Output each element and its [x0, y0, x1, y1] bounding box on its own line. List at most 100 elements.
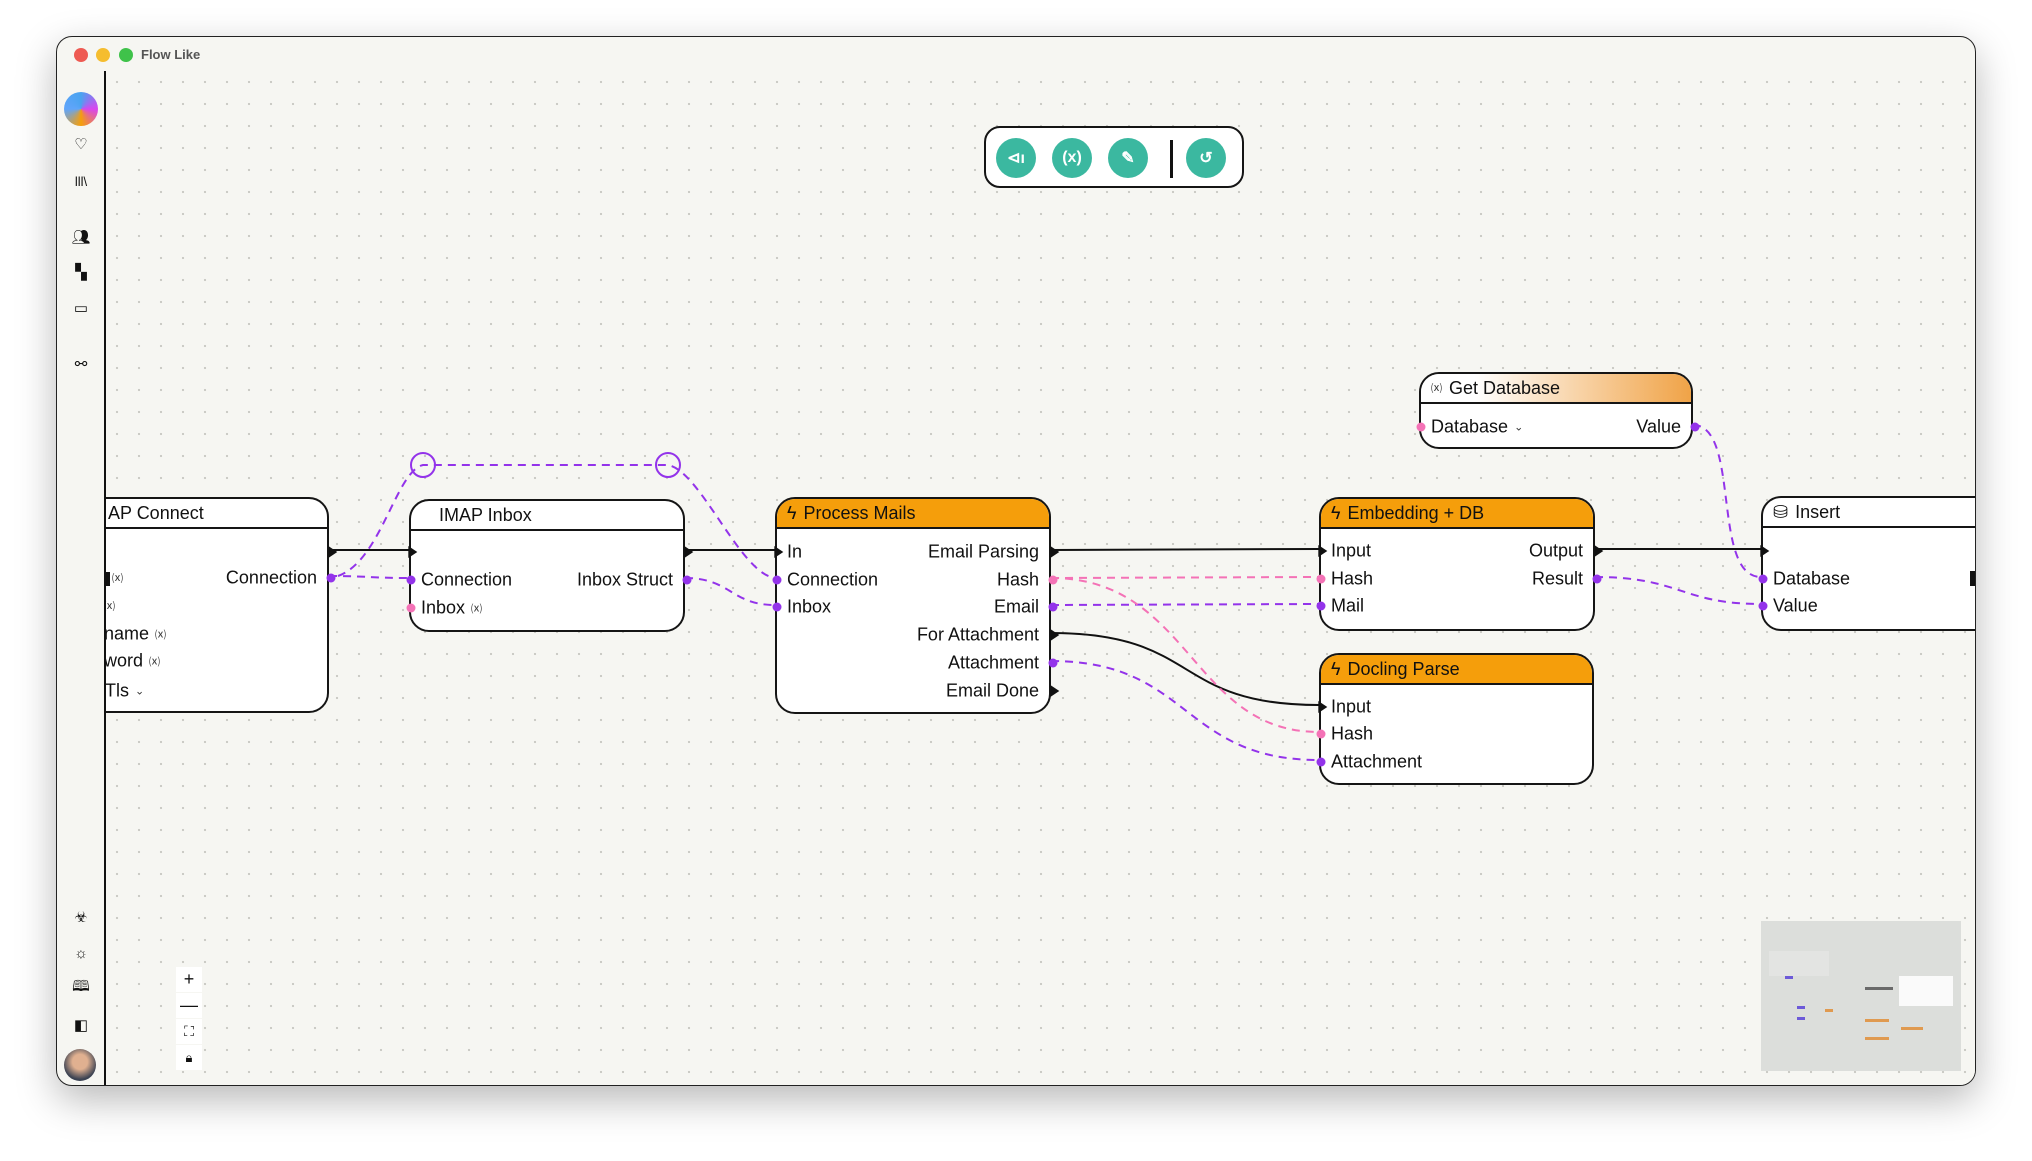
connection-in-pin[interactable]: [772, 575, 782, 585]
node-imap-connect[interactable]: AP Connect ⒳ ⒳ name⒳ word⒳ tTls⌄ Connect…: [106, 497, 338, 713]
pin-label: Inbox Struct: [576, 569, 673, 590]
mail-in-pin[interactable]: [1316, 601, 1326, 611]
variables-button[interactable]: (x): [1052, 138, 1092, 178]
node-insert[interactable]: ⛁Insert Database Value: [1758, 496, 1975, 631]
pin-label: Attachment: [1331, 751, 1423, 772]
pin-label: Mail: [1331, 595, 1365, 616]
bug-icon[interactable]: ☣: [74, 909, 88, 926]
sidebar-divider: [104, 71, 106, 1085]
maximize-window-button[interactable]: [119, 48, 133, 62]
exec-out-pin[interactable]: [1050, 685, 1060, 697]
lock-icon: 🔒︎: [185, 1049, 193, 1065]
minimap[interactable]: [1761, 921, 1961, 1071]
exec-out-pin[interactable]: [1050, 546, 1060, 558]
node-header[interactable]: ⒳ Get Database: [1421, 374, 1691, 404]
pin-label: Output: [1528, 540, 1583, 561]
exec-in-pin[interactable]: [106, 572, 110, 586]
lock-button[interactable]: 🔒︎: [176, 1045, 202, 1070]
pin-label: word: [106, 650, 144, 671]
connection-out-pin[interactable]: [326, 573, 336, 583]
workflow-icon[interactable]: ⚯: [74, 356, 88, 373]
attachment-in-pin[interactable]: [1316, 757, 1326, 767]
sun-icon[interactable]: ☼: [74, 944, 88, 962]
database-in-pin[interactable]: [1758, 574, 1768, 584]
exec-in-pin[interactable]: [1318, 545, 1328, 557]
exec-out-pin[interactable]: [1594, 545, 1604, 557]
node-title: Get Database: [1449, 377, 1561, 398]
pin-label: Database: [1431, 416, 1509, 437]
edge-hash-hash: [1050, 576, 1320, 579]
heart-icon[interactable]: ♡: [74, 136, 88, 153]
pin-label: tTls: [106, 680, 129, 701]
inbox-struct-out-pin[interactable]: [682, 575, 692, 585]
attachment-out-pin[interactable]: [1048, 658, 1058, 668]
minimap-node: [1865, 987, 1893, 990]
edge-connection-inbox: [328, 575, 410, 579]
user-avatar[interactable]: [64, 1049, 96, 1081]
node-get-database[interactable]: ⒳Get Database Database⌄ Value: [1416, 372, 1700, 449]
database-in-pin[interactable]: [1416, 422, 1426, 432]
run-button[interactable]: ⊲ı: [996, 138, 1036, 178]
pin-label: Connection: [787, 569, 879, 590]
variables-icon: (x): [1062, 149, 1082, 166]
exec-out-pin[interactable]: [328, 546, 338, 558]
database-select[interactable]: Database⌄: [1431, 417, 1523, 438]
exec-in-pin[interactable]: [1760, 545, 1770, 557]
zoom-in-button[interactable]: +: [176, 967, 202, 992]
history-button[interactable]: ↺: [1186, 138, 1226, 178]
variable-icon: ⒳: [1431, 383, 1442, 395]
minimize-window-button[interactable]: [96, 48, 110, 62]
exec-in-pin[interactable]: [774, 546, 784, 558]
pin-label: For Attachment: [916, 624, 1039, 645]
hash-out-pin[interactable]: [1048, 575, 1058, 585]
minimap-node: [1769, 951, 1829, 976]
chevron-down-icon[interactable]: ⌄: [135, 685, 145, 698]
hash-in-pin[interactable]: [1316, 729, 1326, 739]
node-header[interactable]: ⛁Insert: [1763, 498, 1975, 528]
book-icon[interactable]: 🕮: [72, 977, 90, 995]
exec-out-pin[interactable]: [1050, 629, 1060, 641]
close-window-button[interactable]: [74, 48, 88, 62]
minimap-viewport[interactable]: [1899, 976, 1953, 1006]
fit-view-button[interactable]: ⛶: [176, 1019, 202, 1044]
pin-label: Email Parsing: [927, 541, 1039, 562]
package-icon[interactable]: ▭: [73, 300, 89, 317]
library-icon[interactable]: lll\: [74, 173, 88, 189]
node-imap-inbox[interactable]: IMAP Inbox Connection Inbox⒳ Inbox Struc…: [406, 499, 694, 632]
exec-out-pin[interactable]: [1970, 571, 1975, 586]
notes-button[interactable]: ✎: [1108, 138, 1148, 178]
exec-in-pin[interactable]: [1318, 701, 1328, 713]
exec-out-pin[interactable]: [684, 546, 694, 558]
app-logo[interactable]: [64, 92, 98, 126]
edge-connection-process: [337, 464, 777, 579]
users-icon[interactable]: 👥︎: [71, 229, 91, 246]
edge-dbvalue-database: [1692, 424, 1762, 578]
exec-in-pin[interactable]: [408, 546, 418, 558]
result-out-pin[interactable]: [1592, 574, 1602, 584]
value-in-pin[interactable]: [1758, 601, 1768, 611]
dashboard-icon[interactable]: ▚: [75, 264, 87, 281]
connection-in-pin[interactable]: [406, 575, 416, 585]
node-header[interactable]: IMAP Inbox: [411, 501, 683, 531]
node-title: Process Mails: [803, 502, 916, 523]
hash-in-pin[interactable]: [1316, 574, 1326, 584]
panel-icon[interactable]: ◧: [73, 1017, 89, 1034]
run-icon: ⊲ı: [1007, 150, 1025, 167]
node-header[interactable]: AP Connect: [106, 499, 327, 529]
email-out-pin[interactable]: [1048, 602, 1058, 612]
value-out-pin[interactable]: [1690, 422, 1700, 432]
inbox-in-pin[interactable]: [406, 603, 416, 613]
lightning-icon: ϟ: [1331, 502, 1341, 523]
edge-result-value: [1594, 576, 1762, 605]
edge-forattachment-docling: [1050, 632, 1320, 706]
zoom-out-button[interactable]: —: [176, 993, 202, 1018]
inbox-in-pin[interactable]: [772, 602, 782, 612]
pin-label: Attachment: [947, 652, 1039, 673]
flow-canvas[interactable]: AP Connect ⒳ ⒳ name⒳ word⒳ tTls⌄ Connect…: [106, 71, 1975, 1085]
